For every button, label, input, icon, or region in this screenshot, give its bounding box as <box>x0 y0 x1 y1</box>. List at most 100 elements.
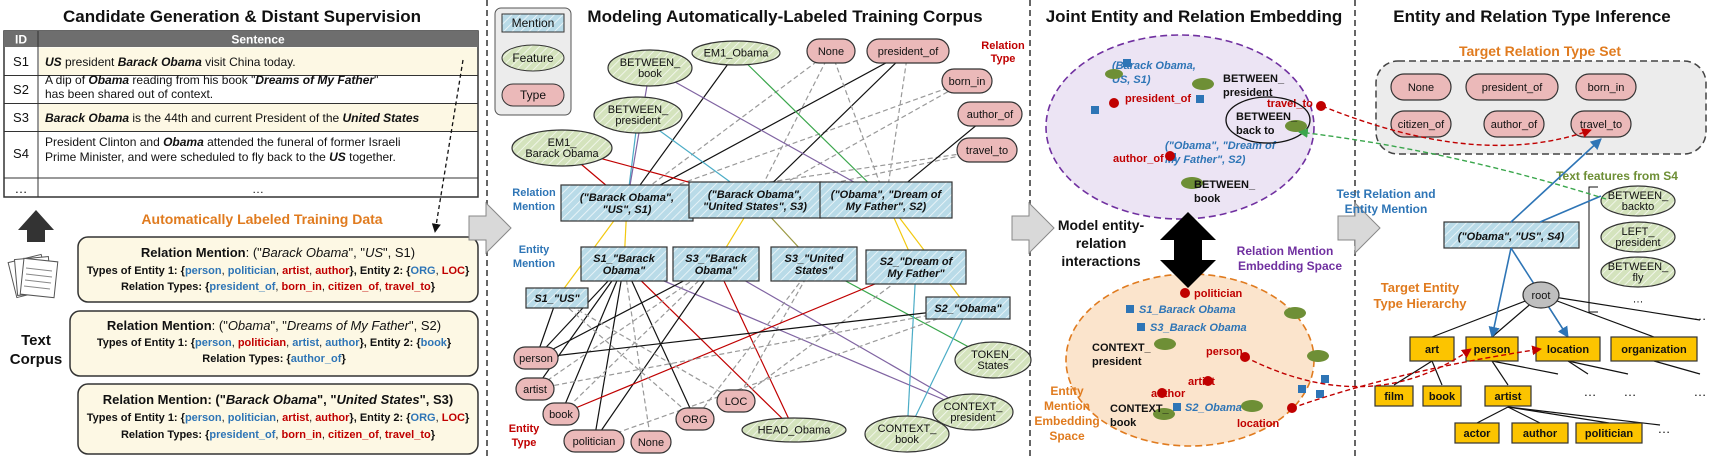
tree-edge <box>1653 360 1701 375</box>
stage-arrow <box>1011 201 1055 255</box>
feature-node <box>511 129 613 167</box>
node-label: Barack Obama <box>525 148 599 160</box>
text-run: : (" <box>212 318 229 333</box>
box-line: Relation Mention: ("Barack Obama", "US",… <box>141 245 415 260</box>
embedding-label: S1_Barack Obama <box>1139 304 1236 316</box>
node-label: BETWEEN_ <box>620 57 681 69</box>
text-run: Obama <box>228 318 271 333</box>
text-run: , <box>319 337 325 349</box>
hierarchy-type-node <box>1511 422 1569 444</box>
text-run: travel_to <box>385 429 431 441</box>
node-label: S3_"United <box>784 253 843 265</box>
text-run: Relation Mention: (" <box>103 392 226 407</box>
type-point <box>1157 388 1167 398</box>
text-run: author <box>315 265 350 277</box>
target-relation-title: Target Relation Type Set <box>1459 43 1621 59</box>
row-id: … <box>15 181 28 196</box>
graph-edge <box>593 263 717 442</box>
table-header-sentence: Sentence <box>231 33 285 47</box>
hierarchy-type-node <box>1535 336 1601 362</box>
text-run: Relation Types: { <box>121 429 210 441</box>
node-label: travel_to <box>1580 119 1622 131</box>
tree-edge <box>1567 360 1589 375</box>
target-relation-type <box>1575 73 1637 101</box>
text-run: , <box>309 265 315 277</box>
relation-embedding-space <box>1045 34 1315 220</box>
entity-type-node <box>563 429 625 453</box>
graph-edge <box>560 263 717 415</box>
node-label: … <box>1633 293 1644 305</box>
test-mention-text: ("Obama", "US", S4) <box>1458 231 1565 243</box>
node-label: S1_"US" <box>534 293 580 305</box>
embedding-label: ("Obama", "Dream of <box>1165 140 1277 152</box>
tree-edge <box>1476 406 1509 424</box>
text-run: , <box>322 281 328 293</box>
node-label: travel_to <box>966 145 1008 157</box>
graph-edge <box>735 52 887 201</box>
mention-point <box>1126 305 1134 313</box>
text-run: } <box>431 429 436 441</box>
text-run: , <box>379 429 385 441</box>
mention-point <box>1196 95 1204 103</box>
interaction-label: Model entity- <box>1058 217 1145 233</box>
graph-edge <box>556 297 696 420</box>
inference-arrow <box>1510 138 1602 223</box>
text-run: US <box>45 55 62 69</box>
node-label: location <box>1547 344 1589 356</box>
text-run: A dip of <box>45 73 88 87</box>
feature-point <box>1192 78 1214 90</box>
feature-point <box>1181 177 1203 189</box>
text-run: , <box>379 281 385 293</box>
embedding-label: author_of <box>1113 153 1164 165</box>
entity-space-label: Space <box>1049 429 1085 443</box>
mention-point <box>1298 385 1306 393</box>
target-relation-type <box>1483 110 1545 138</box>
embedding-label: person <box>1206 346 1243 358</box>
graph-edge <box>649 67 887 201</box>
entity-align-arrow-location <box>1291 345 1542 409</box>
text-run: : (" <box>246 245 263 260</box>
node-label: born_in <box>949 76 986 88</box>
text-run: } <box>341 353 346 365</box>
text-run: Dreams of My Father <box>287 318 410 333</box>
table-header <box>4 31 478 47</box>
tree-ellipsis: … <box>1624 384 1637 399</box>
text-run: book <box>421 337 448 349</box>
graph-edge <box>556 297 737 402</box>
mention-point <box>1321 375 1329 383</box>
text-run: } <box>465 412 470 424</box>
mention-point <box>1173 403 1181 411</box>
sentence-text: President Clinton and Obama attended the… <box>45 135 401 149</box>
graph-edge <box>754 50 832 201</box>
node-label: States" <box>795 265 834 277</box>
legend-feature-label: Feature <box>512 51 554 65</box>
text-run: , <box>222 412 228 424</box>
node-label: ("Barack Obama", <box>708 189 802 201</box>
text-run: artist <box>282 265 309 277</box>
embedding-label: S2_Obama <box>1185 402 1242 414</box>
text-run: United States <box>343 111 420 125</box>
embedding-label: back to <box>1236 125 1275 137</box>
text-run: politician <box>228 265 277 277</box>
legend: Mention Feature Type <box>494 7 572 116</box>
graph-edge <box>626 50 832 204</box>
tree-edge <box>1507 406 1610 424</box>
node-label: My Father", S2) <box>846 201 927 213</box>
labeled-box: Relation Mention: ("Barack Obama", "US",… <box>77 236 479 303</box>
graph-nodes: ("Barack Obama","US", S1)("Barack Obama"… <box>511 38 1032 454</box>
document-stack-icon <box>7 253 59 299</box>
entity-type-label: Type <box>512 437 537 449</box>
node-label: "United States", S3) <box>703 201 807 213</box>
label-arrow <box>431 59 464 233</box>
graph-edge <box>754 50 909 201</box>
panel2-title: Modeling Automatically-Labeled Training … <box>587 7 982 26</box>
text-run: President Clinton and <box>45 135 163 149</box>
tree-edge <box>1491 360 1559 375</box>
box-line: Relation Types: {president_of, born_in, … <box>121 281 436 293</box>
entity-type-node <box>513 346 559 370</box>
table-header-id: ID <box>15 33 27 47</box>
tree-edge <box>1431 360 1443 386</box>
text-run: }, Entity 2: { <box>360 337 422 349</box>
hierarchy-type-node <box>1374 385 1414 407</box>
text-run: ", S2) <box>409 318 441 333</box>
